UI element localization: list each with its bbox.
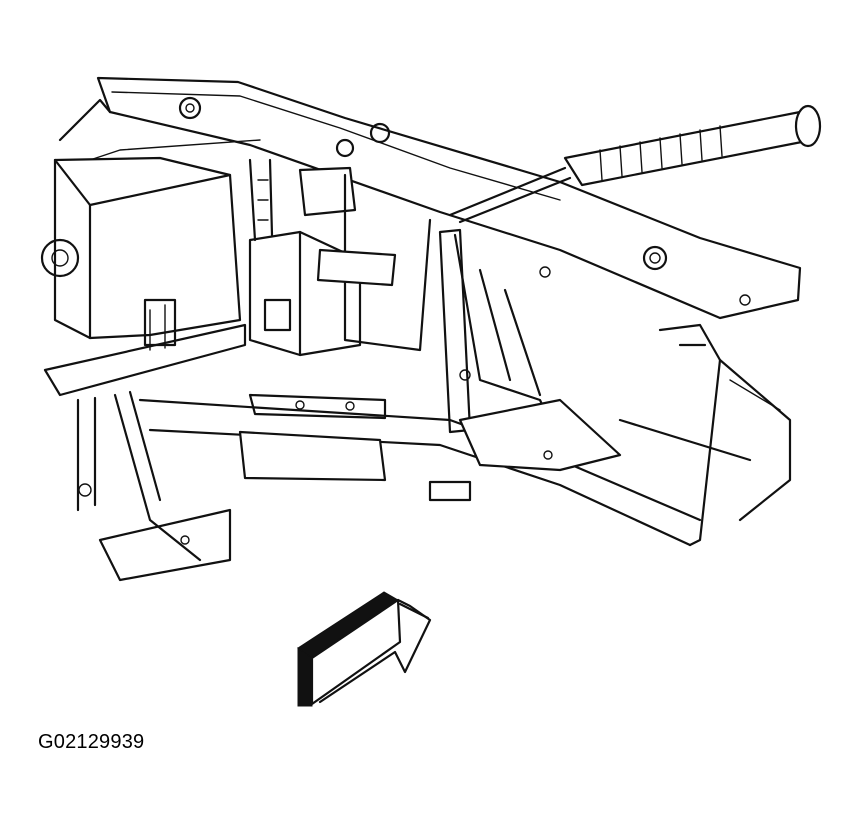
figure-id-label: G02129939 [38,731,145,753]
lower-crossmember [138,393,702,547]
battery-box [40,156,247,397]
tool-handle [448,104,822,224]
center-mount [248,158,432,357]
front-of-vehicle-arrow-icon [297,591,432,707]
left-lower-bracket [76,390,232,582]
right-fender-structure [618,323,792,547]
right-vertical-bracket [438,228,622,472]
